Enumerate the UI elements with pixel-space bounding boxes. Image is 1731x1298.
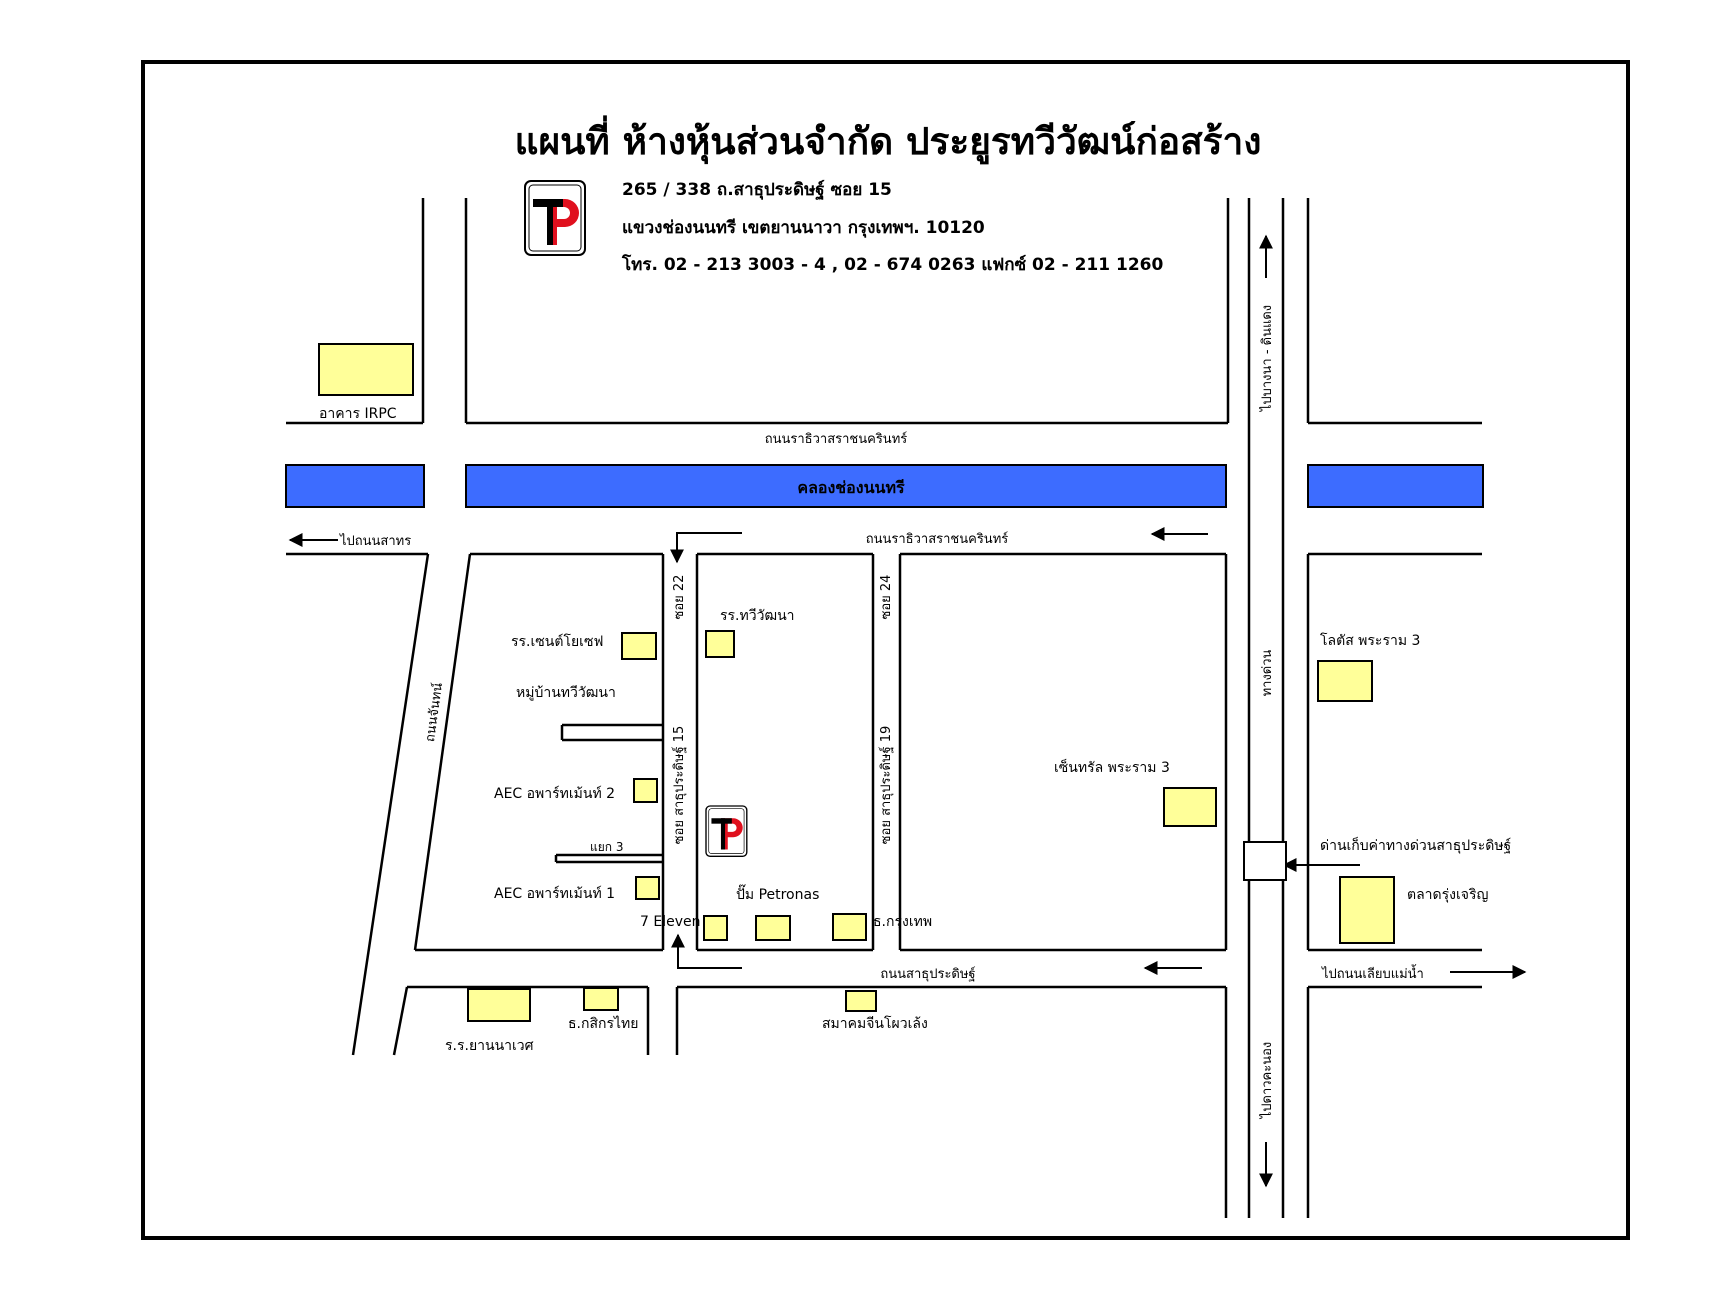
- building-seven-eleven: [703, 915, 728, 941]
- toll-gate-booth: [1243, 841, 1287, 881]
- road-label-yaek3: แยก 3: [590, 840, 623, 854]
- label-aec2: AEC อพาร์ทเม้นท์ 2: [494, 785, 615, 802]
- building-chinese-assoc: [845, 990, 877, 1012]
- map-title: แผนที่ ห้างหุ้นส่วนจำกัด ประยูรทวีวัฒน์ก…: [515, 115, 1262, 165]
- building-petronas: [755, 915, 791, 941]
- label-chinese-assoc: สมาคมจีนโผวเล้ง: [822, 1015, 928, 1032]
- map-frame: [141, 60, 1630, 1240]
- label-toll: ด่านเก็บค่าทางด่วนสาธุประดิษฐ์: [1320, 836, 1511, 854]
- building-aec1: [635, 876, 660, 900]
- building-kasikorn: [583, 987, 619, 1011]
- canal-label: คลองช่องนนทรี: [797, 478, 905, 497]
- building-st-joseph: [621, 632, 657, 660]
- label-lotus: โลตัส พระราม 3: [1320, 632, 1420, 649]
- building-aec2: [633, 778, 658, 803]
- label-kasikorn: ธ.กสิกรไทย: [568, 1015, 639, 1032]
- buildings: [318, 343, 1395, 1022]
- road-label-to-bangna: ไปบางนา - ดินแดง: [1259, 305, 1275, 412]
- road-label-soi19: ซอย สาธุประดิษฐ์ 19: [878, 726, 894, 845]
- label-yannawet: ร.ร.ยานนาเวศ: [445, 1038, 534, 1054]
- building-yannawet: [467, 988, 531, 1022]
- label-village: หมู่บ้านทวีวัฒนา: [516, 685, 616, 701]
- label-market: ตลาดรุ่งเจริญ: [1407, 887, 1488, 903]
- direction-arrows: [288, 234, 1527, 1188]
- canal-segment-left: [285, 464, 425, 508]
- label-bangkok-bank: ธ.กรุงเทพ: [873, 914, 932, 930]
- road-label-soi22: ซอย 22: [672, 575, 687, 620]
- address-line-3: โทร. 02 - 213 3003 - 4 , 02 - 674 0263 แ…: [621, 254, 1163, 275]
- label-irpc: อาคาร IRPC: [319, 406, 397, 422]
- road-label-expressway: ทางด่วน: [1260, 649, 1275, 696]
- road-label-sathu: ถนนสาธุประดิษฐ์: [880, 966, 975, 982]
- road-label-soi15: ซอย สาธุประดิษฐ์ 15: [671, 726, 687, 845]
- label-petronas: ปั๊ม Petronas: [736, 884, 819, 903]
- road-label-soi24: ซอย 24: [879, 575, 894, 620]
- label-st-joseph: รร.เซนต์โยเซฟ: [511, 633, 603, 650]
- building-bangkok-bank: [832, 913, 867, 941]
- label-seven-eleven: 7 Eleven: [640, 914, 700, 930]
- road-label-to-sathorn: ไปถนนสาทร: [339, 533, 411, 549]
- canal-segment-center: [465, 464, 1227, 508]
- building-lotus: [1317, 660, 1373, 702]
- road-label-rama3-top: ถนนราธิวาสราชนครินทร์: [765, 431, 908, 447]
- company-logo-map-marker: [705, 805, 748, 858]
- arrow-out-soi15: [671, 933, 742, 969]
- road-label-rama3-bottom: ถนนราธิวาสราชนครินทร์: [866, 531, 1009, 547]
- label-thawiwatthana-school: รร.ทวีวัฒนา: [720, 608, 795, 624]
- label-central: เซ็นทรัล พระราม 3: [1054, 758, 1170, 776]
- arrow-into-soi22: [670, 532, 742, 564]
- building-market: [1339, 876, 1395, 944]
- company-logo-top: [524, 180, 586, 256]
- address-line-2: แขวงช่องนนทรี เขตยานนาวา กรุงเทพฯ. 10120: [622, 217, 985, 238]
- canal-segment-right: [1307, 464, 1484, 508]
- building-thawiwatthana-school: [705, 630, 735, 658]
- road-label-to-dao-khanong: ไปดาวคะนอง: [1259, 1042, 1275, 1120]
- road-label-to-riverside: ไปถนนเลียบแม่น้ำ: [1321, 964, 1424, 982]
- building-central: [1163, 787, 1217, 827]
- road-lines: [286, 198, 1482, 1218]
- label-aec1: AEC อพาร์ทเม้นท์ 1: [494, 885, 615, 902]
- address-line-1: 265 / 338 ถ.สาธุประดิษฐ์ ซอย 15: [622, 179, 892, 201]
- building-irpc: [318, 343, 414, 396]
